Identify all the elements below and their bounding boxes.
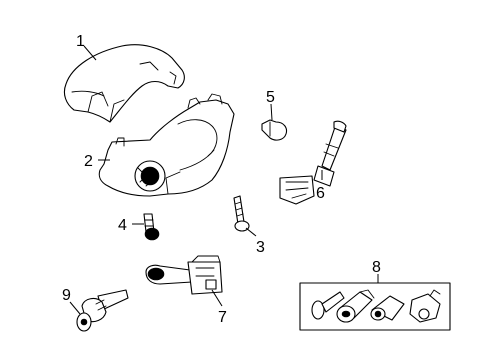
lock-kit-cylinder (336, 289, 375, 323)
callout-8: 8 (372, 259, 381, 276)
part-5-cap (261, 119, 288, 141)
leader-1 (83, 45, 97, 61)
callout-3: 3 (256, 239, 265, 256)
part-6-multifunction-switch (279, 120, 347, 205)
callout-4: 4 (118, 217, 127, 234)
part-3-screw (233, 195, 250, 232)
callout-7: 7 (218, 309, 227, 326)
leader-5 (270, 103, 273, 121)
leader-3 (245, 227, 257, 237)
leader-lines (69, 45, 379, 315)
part-8-lock-kit (299, 282, 451, 331)
callout-5: 5 (266, 89, 275, 106)
leader-9 (69, 301, 81, 315)
callout-9: 9 (62, 287, 71, 304)
callouts: 1 2 3 4 5 6 7 8 9 (62, 33, 381, 326)
callout-6: 6 (316, 185, 325, 202)
lock-kit-housing (370, 295, 405, 321)
ignition-bezel-hole (134, 160, 166, 192)
callout-2: 2 (84, 153, 93, 170)
part-9-ignition-cylinder (76, 289, 129, 332)
lock-kit-key (311, 291, 345, 320)
part-7-switch (145, 255, 223, 295)
part-4-screw (143, 213, 160, 241)
leader-7 (211, 289, 223, 307)
callout-1: 1 (76, 33, 85, 50)
part-2-lower-shroud (98, 93, 235, 197)
part-1-upper-shroud (63, 44, 185, 123)
lock-kit-switch (409, 289, 441, 323)
